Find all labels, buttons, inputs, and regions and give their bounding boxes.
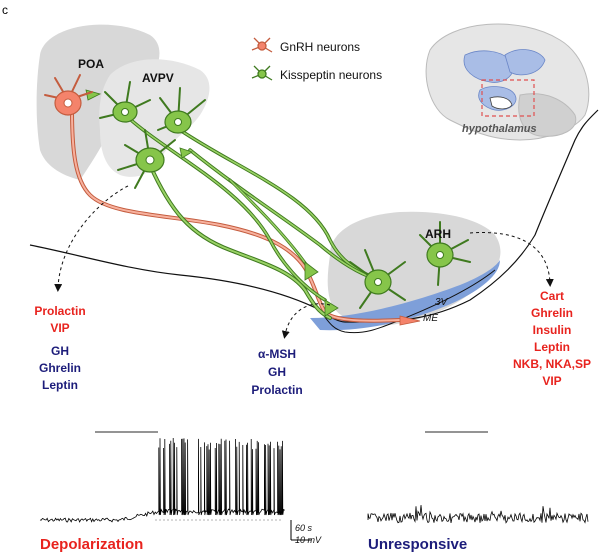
unresponsive-label: Unresponsive xyxy=(368,536,467,553)
right-arrow xyxy=(469,232,554,287)
right-factor-2: Ghrelin xyxy=(531,306,573,320)
panel-letter: c xyxy=(2,3,8,17)
kisspeptin-neuron-arh-2 xyxy=(419,221,471,286)
left-arrow xyxy=(54,185,129,292)
kisspeptin-neuron-avpv-3 xyxy=(117,129,176,189)
middle-arrow xyxy=(281,303,331,339)
poa-label: POA xyxy=(78,57,104,71)
kisspeptin-legend-icon xyxy=(251,65,273,81)
kisspeptin-neuron-avpv-1 xyxy=(99,81,151,123)
gnrh-terminal xyxy=(399,315,421,326)
avpv-label: AVPV xyxy=(142,71,174,85)
hypothalamus-box xyxy=(481,79,535,117)
brain-inset: hypothalamus xyxy=(425,23,590,141)
left-factor-navy-1: GH xyxy=(51,344,69,358)
right-factor-4: Leptin xyxy=(534,340,570,354)
kisspeptin-neuron-avpv-2 xyxy=(157,87,206,134)
third-ventricle-label: 3V xyxy=(435,297,449,308)
gnrh-neuron xyxy=(44,74,93,116)
median-eminence-label: ME xyxy=(423,313,438,324)
gnrh-legend-icon xyxy=(251,37,273,53)
legend: GnRH neurons Kisspeptin neurons xyxy=(251,37,382,82)
left-factor-navy-2: Ghrelin xyxy=(39,361,81,375)
left-factor-red-2: VIP xyxy=(50,321,69,335)
right-factors: Cart Ghrelin Insulin Leptin NKB, NKA,SP … xyxy=(513,289,591,388)
brain-bottom-line xyxy=(319,269,496,334)
left-factors: Prolactin VIP GH Ghrelin Leptin xyxy=(34,304,85,392)
scale-time-label: 60 s xyxy=(295,523,313,533)
avpv-region xyxy=(99,59,210,177)
scale-voltage-label: 10 mV xyxy=(295,535,322,545)
middle-factor-navy-2: GH xyxy=(268,365,286,379)
right-factor-3: Insulin xyxy=(533,323,572,337)
right-factor-5: NKB, NKA,SP xyxy=(513,357,591,371)
depolarization-trace xyxy=(39,437,286,523)
gnrh-legend-label: GnRH neurons xyxy=(280,40,360,54)
left-factor-red-1: Prolactin xyxy=(34,304,85,318)
middle-factor-navy-3: Prolactin xyxy=(251,383,302,397)
right-factor-6: VIP xyxy=(542,374,561,388)
depolarization-label: Depolarization xyxy=(40,536,143,553)
scale-bar: 60 s 10 mV xyxy=(290,520,322,545)
kisspeptin-legend-label: Kisspeptin neurons xyxy=(280,68,382,82)
hypothalamus-label: hypothalamus xyxy=(462,123,537,135)
left-factor-navy-3: Leptin xyxy=(42,378,78,392)
kisspeptin-terminals xyxy=(85,89,339,317)
poa-region xyxy=(36,24,160,180)
third-ventricle xyxy=(310,260,500,331)
kisspeptin-axons xyxy=(118,108,382,320)
middle-factors: α-MSH GH Prolactin xyxy=(251,347,302,397)
arh-label: ARH xyxy=(425,227,451,241)
right-factor-1: Cart xyxy=(540,289,564,303)
kisspeptin-neuron-arh-1 xyxy=(349,249,406,309)
unresponsive-trace xyxy=(367,505,589,524)
middle-factor-navy-1: α-MSH xyxy=(258,347,296,361)
